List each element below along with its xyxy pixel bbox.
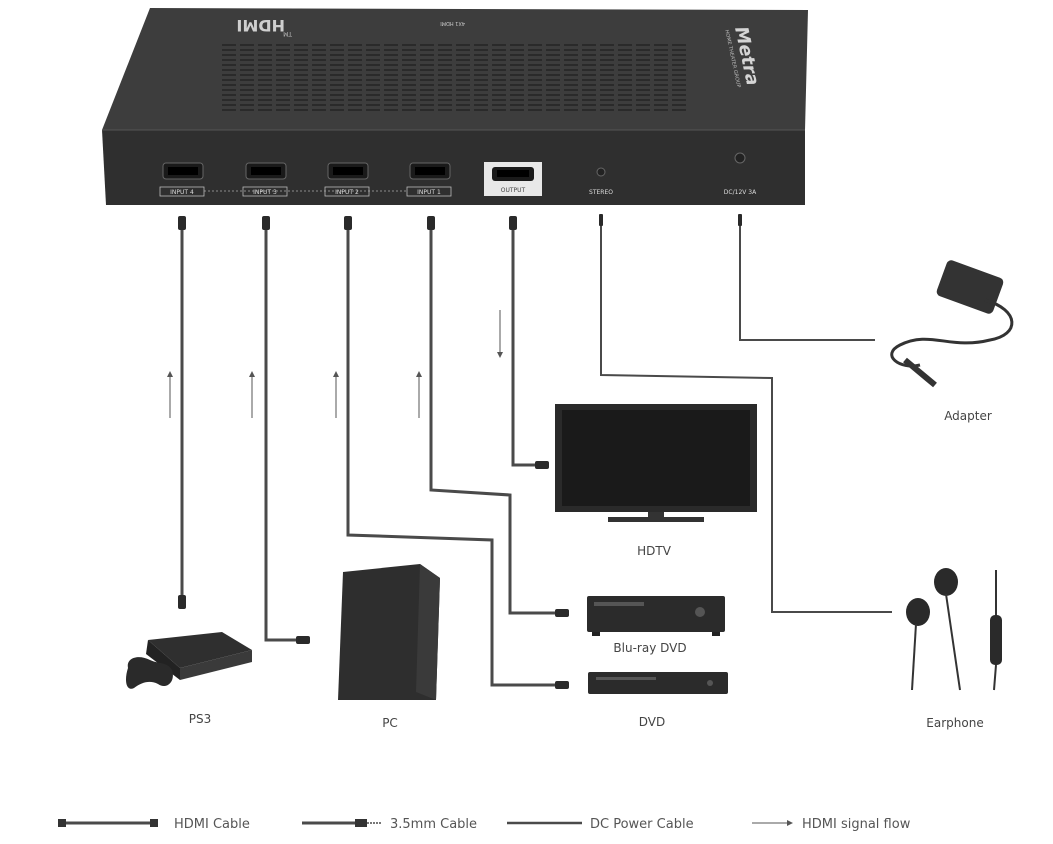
port-input-1: INPUT 1	[406, 162, 452, 197]
hdtv-label: HDTV	[637, 544, 672, 558]
legend-signal-flow: HDMI signal flow	[752, 817, 911, 832]
ps3-label: PS3	[189, 712, 212, 726]
cable-hdtv	[511, 225, 537, 467]
signal-arrows	[167, 310, 503, 418]
hdmi-brand-text: HDMI	[236, 16, 285, 35]
port-output: OUTPUT	[484, 162, 542, 196]
port-input-3: INPUT 3	[242, 162, 288, 197]
earphone-icon	[906, 568, 1002, 691]
ps3-icon	[126, 632, 252, 689]
connectors	[178, 214, 742, 689]
dvd-icon	[588, 672, 728, 694]
bluray-label: Blu-ray DVD	[613, 641, 686, 655]
legend-dc-cable: DC Power Cable	[507, 817, 694, 832]
svg-text:DC/12V 3A: DC/12V 3A	[724, 189, 757, 196]
cable-earphone	[600, 222, 892, 613]
bluray-icon	[587, 596, 725, 636]
hdmi-switcher: HDMI TM 4X1 HDMI Metra HOME THEATER GROU…	[102, 8, 808, 205]
cables	[180, 222, 892, 687]
adapter-label: Adapter	[944, 409, 992, 423]
svg-text:INPUT 3: INPUT 3	[253, 189, 277, 196]
vent-grid	[222, 44, 686, 111]
svg-text:STEREO: STEREO	[589, 189, 613, 196]
adapter-icon	[890, 260, 1014, 388]
svg-text:INPUT 1: INPUT 1	[417, 189, 441, 196]
svg-text:HDMI Cable: HDMI Cable	[174, 817, 250, 832]
svg-text:OUTPUT: OUTPUT	[501, 187, 526, 194]
cable-dc	[739, 222, 875, 341]
pc-label: PC	[382, 716, 398, 730]
earphone-label: Earphone	[926, 716, 983, 730]
pc-icon	[338, 564, 440, 700]
svg-text:3.5mm Cable: 3.5mm Cable	[390, 817, 477, 832]
legend: HDMI Cable 3.5mm Cable DC Power Cable HD…	[58, 817, 911, 832]
port-stereo: STEREO	[589, 167, 613, 196]
cable-ps3-input3	[264, 228, 300, 642]
port-dc: DC/12V 3A	[724, 152, 757, 196]
svg-text:INPUT 4: INPUT 4	[170, 189, 194, 196]
legend-audio-cable: 3.5mm Cable	[302, 817, 477, 832]
hdtv-icon	[555, 404, 757, 522]
svg-text:DC Power Cable: DC Power Cable	[590, 817, 694, 832]
legend-hdmi-cable: HDMI Cable	[58, 817, 250, 832]
svg-text:HDMI signal flow: HDMI signal flow	[802, 817, 911, 832]
svg-text:INPUT 2: INPUT 2	[335, 189, 359, 196]
dvd-label: DVD	[639, 715, 665, 729]
model-text: 4X1 HDMI	[440, 20, 465, 26]
cable-pc	[346, 225, 562, 687]
hdmi-brand-sup: TM	[283, 30, 293, 37]
switcher-front-face	[102, 130, 805, 205]
cable-bluray	[429, 225, 562, 615]
port-input-2: INPUT 2	[324, 162, 370, 197]
port-input-4: INPUT 4	[159, 162, 205, 197]
